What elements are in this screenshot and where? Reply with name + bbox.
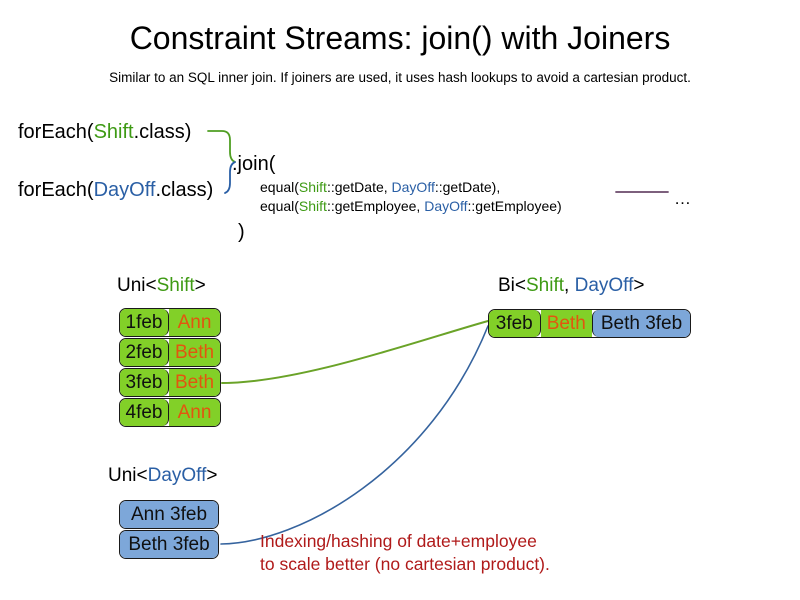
connector-dayoff-fact-to-bi: [220, 325, 489, 545]
fact-cell-dayoff: Beth 3feb: [120, 531, 218, 558]
label-uni-shift-type: Shift: [156, 275, 195, 296]
code-foreach-shift: forEach(Shift.class): [18, 120, 191, 144]
fact-cell-date: 1feb: [120, 309, 170, 336]
fact-cell-dayoff: Beth 3feb: [591, 310, 690, 337]
uni-dayoff-fact-list: Ann 3feb Beth 3feb: [119, 500, 219, 560]
joiner-0-right-method: ::getDate),: [434, 179, 501, 195]
joiner-0-left-method: ::getDate,: [326, 179, 392, 195]
code-join-close: ): [238, 221, 245, 243]
ellipsis-text: …: [674, 189, 692, 208]
connector-shift-to-join: [207, 130, 236, 163]
connector-shift-fact-to-bi: [221, 320, 489, 384]
fact-cell-employee: Beth: [169, 339, 220, 366]
label-bi-join: Bi<Shift, DayOff>: [498, 274, 644, 297]
caption-line-2: to scale better (no cartesian product).: [260, 554, 550, 574]
fact-row-shift-2[interactable]: 2feb Beth: [119, 338, 221, 367]
label-bi-separator: ,: [564, 275, 575, 296]
joiner-0-right-type: DayOff: [391, 179, 435, 195]
fact-cell-employee: Beth: [169, 369, 220, 396]
caption-note: Indexing/hashing of date+employee to sca…: [260, 530, 550, 576]
code-foreach-dayoff-prefix: forEach(: [18, 179, 94, 201]
label-bi-type-b: DayOff: [574, 275, 634, 296]
label-bi-type-a: Shift: [526, 275, 565, 296]
page-title: Constraint Streams: join() with Joiners: [129, 20, 671, 56]
label-uni-shift-suffix: >: [194, 275, 206, 296]
fact-cell-dayoff: Ann 3feb: [120, 501, 218, 528]
label-uni-shift: Uni<Shift>: [117, 274, 206, 297]
label-uni-dayoff: Uni<DayOff>: [108, 464, 218, 487]
fact-row-dayoff-2[interactable]: Beth 3feb: [119, 530, 219, 559]
joiner-1-left-type: Shift: [298, 198, 327, 214]
code-foreach-shift-prefix: forEach(: [18, 121, 94, 143]
uni-shift-fact-list: 1feb Ann 2feb Beth 3feb Beth 4feb Ann: [119, 308, 221, 428]
code-foreach-shift-type: Shift: [93, 121, 134, 143]
joiner-0-fn: equal(: [260, 179, 299, 195]
label-uni-dayoff-suffix: >: [206, 465, 218, 486]
page-subtitle: Similar to an SQL inner join. If joiners…: [109, 70, 691, 85]
code-foreach-dayoff-suffix: .class): [155, 179, 214, 201]
fact-row-dayoff-1[interactable]: Ann 3feb: [119, 500, 219, 529]
fact-cell-date: 3feb: [489, 310, 541, 337]
fact-cell-employee: Beth: [540, 310, 592, 337]
joiner-1-fn: equal(: [260, 198, 299, 214]
fact-cell-date: 2feb: [120, 339, 170, 366]
fact-cell-date: 3feb: [120, 369, 170, 396]
code-foreach-shift-suffix: .class): [133, 121, 192, 143]
fact-row-shift-3[interactable]: 3feb Beth: [119, 368, 221, 397]
joiner-0-left-type: Shift: [298, 179, 327, 195]
joiner-1-right-type: DayOff: [424, 198, 468, 214]
fact-row-shift-4[interactable]: 4feb Ann: [119, 398, 221, 427]
code-join-open: .join(: [232, 153, 276, 175]
fact-cell-employee: Ann: [169, 399, 220, 426]
joiner-1-right-method: ::getEmployee): [467, 198, 562, 214]
fact-row-bi-1[interactable]: 3feb Beth Beth 3feb: [488, 309, 691, 338]
caption-line-1: Indexing/hashing of date+employee: [260, 531, 537, 551]
code-foreach-dayoff: forEach(DayOff.class): [18, 178, 213, 202]
code-joiner-equal-employee: equal(Shift::getEmployee, DayOff::getEmp…: [260, 197, 562, 216]
label-uni-dayoff-type: DayOff: [147, 465, 207, 486]
label-bi-prefix: Bi<: [498, 275, 526, 296]
joiner-1-left-method: ::getEmployee,: [326, 198, 425, 214]
label-uni-shift-prefix: Uni<: [117, 275, 157, 296]
code-joiner-equal-date: equal(Shift::getDate, DayOff::getDate),: [260, 178, 500, 197]
label-bi-suffix: >: [633, 275, 645, 296]
fact-cell-date: 4feb: [120, 399, 170, 426]
fact-row-shift-1[interactable]: 1feb Ann: [119, 308, 221, 337]
fact-cell-employee: Ann: [169, 309, 220, 336]
code-foreach-dayoff-type: DayOff: [93, 179, 156, 201]
bi-join-fact-list: 3feb Beth Beth 3feb: [488, 309, 691, 338]
label-uni-dayoff-prefix: Uni<: [108, 465, 148, 486]
